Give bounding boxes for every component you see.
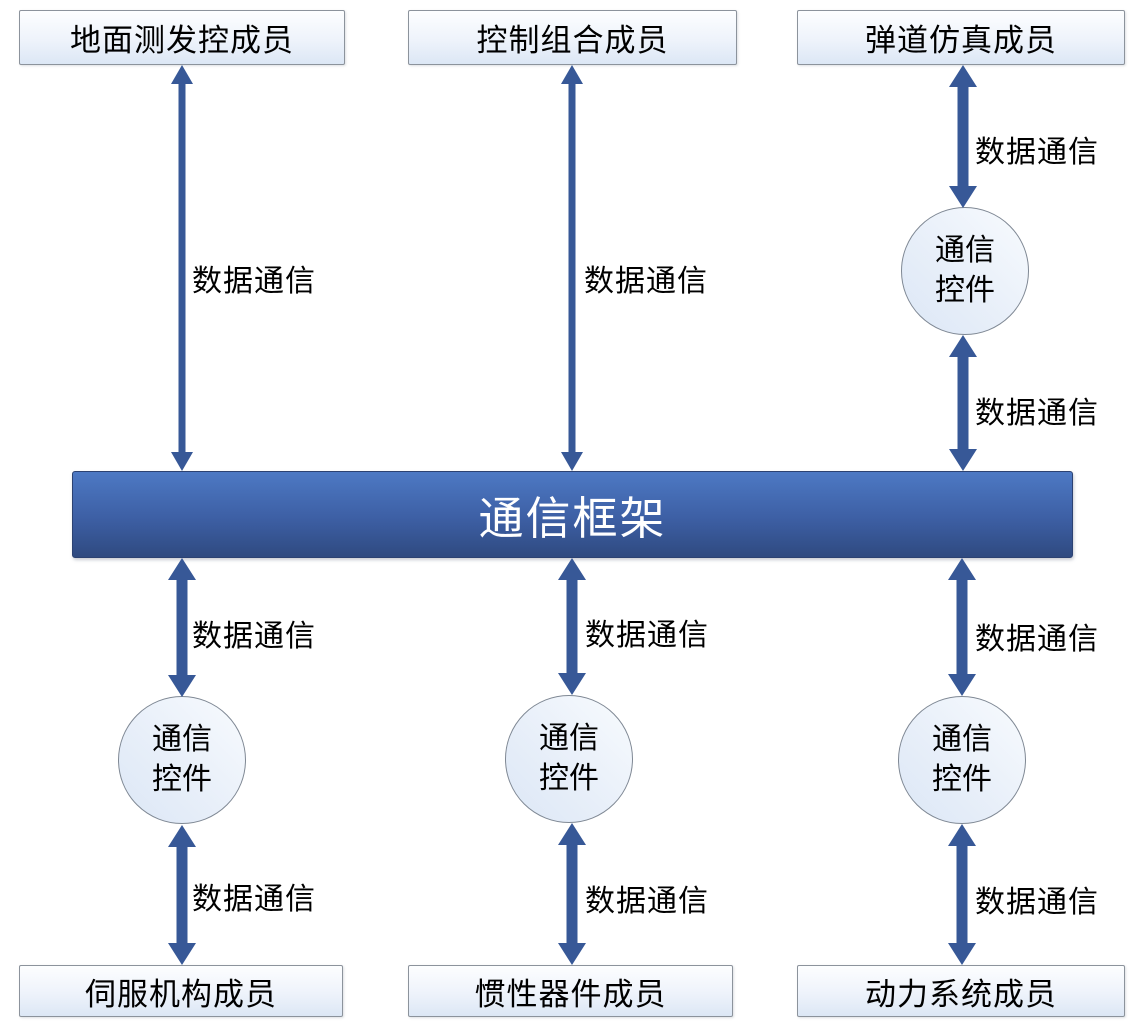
- node-label: 弹道仿真成员: [865, 23, 1057, 58]
- arrow-trajectory-to-ctrl: [948, 65, 978, 208]
- arrowhead-up-icon: [168, 825, 196, 847]
- node-comm-control-top-right: 通信 控件: [901, 207, 1029, 335]
- arrow-ctrl-to-servo: [167, 825, 197, 965]
- node-label-line1: 通信: [932, 723, 992, 756]
- arrow-shaft: [957, 353, 969, 453]
- arrowhead-down-icon: [561, 452, 583, 471]
- arrowhead-up-icon: [948, 824, 976, 846]
- edge-label-data-comm: 数据通信: [975, 623, 1099, 656]
- edge-label-data-comm: 数据通信: [192, 620, 316, 653]
- arrowhead-down-icon: [168, 675, 196, 697]
- arrowhead-up-icon: [171, 65, 193, 84]
- node-inertial-device-member: 惯性器件成员: [408, 965, 733, 1017]
- arrow-shaft: [566, 841, 578, 947]
- node-label-line2: 控件: [935, 274, 995, 307]
- arrowhead-down-icon: [558, 673, 586, 695]
- arrowhead-up-icon: [558, 823, 586, 845]
- node-power-system-member: 动力系统成员: [797, 965, 1125, 1017]
- arrowhead-down-icon: [949, 186, 977, 208]
- arrow-ctrl-to-inertial: [557, 823, 587, 965]
- node-comm-control-bottom-right: 通信 控件: [898, 696, 1026, 824]
- arrow-shaft: [957, 83, 969, 190]
- arrow-control-assembly-to-framework: [560, 65, 584, 471]
- node-label: 伺服机构成员: [85, 976, 277, 1012]
- arrow-framework-to-ctrl-middle: [557, 558, 587, 695]
- node-label: 动力系统成员: [865, 976, 1057, 1012]
- arrow-shaft: [956, 576, 968, 678]
- node-label-line1: 通信: [152, 723, 212, 756]
- node-label-line2: 控件: [932, 763, 992, 796]
- arrow-shaft: [566, 576, 578, 677]
- node-comm-control-bottom-left: 通信 控件: [118, 696, 246, 824]
- arrowhead-down-icon: [948, 943, 976, 965]
- edge-label-data-comm: 数据通信: [584, 265, 708, 298]
- node-label-line2: 控件: [152, 763, 212, 796]
- arrow-shaft: [568, 80, 576, 456]
- node-label-line1: 通信: [539, 722, 599, 755]
- node-control-assembly-member: 控制组合成员: [408, 10, 737, 65]
- arrow-ctrl-to-framework-right: [948, 335, 978, 471]
- arrowhead-up-icon: [949, 65, 977, 87]
- arrow-ctrl-to-power: [947, 824, 977, 965]
- arrowhead-up-icon: [168, 558, 196, 580]
- arrowhead-up-icon: [948, 558, 976, 580]
- arrow-framework-to-ctrl-right: [947, 558, 977, 696]
- node-label: 惯性器件成员: [474, 976, 667, 1012]
- node-label: 地面测发控成员: [70, 23, 294, 58]
- node-trajectory-simulation-member: 弹道仿真成员: [797, 10, 1125, 65]
- arrowhead-down-icon: [948, 674, 976, 696]
- node-label: 控制组合成员: [476, 23, 669, 58]
- arrow-shaft: [956, 842, 968, 947]
- node-ground-control-member: 地面测发控成员: [19, 10, 345, 65]
- arrow-ground-control-to-framework: [170, 65, 194, 471]
- node-label-line1: 通信: [935, 234, 995, 267]
- arrowhead-down-icon: [168, 943, 196, 965]
- edge-label-data-comm: 数据通信: [975, 886, 1099, 919]
- edge-label-data-comm: 数据通信: [975, 136, 1099, 169]
- arrowhead-down-icon: [558, 943, 586, 965]
- arrow-framework-to-ctrl-left: [167, 558, 197, 697]
- arrow-shaft: [176, 576, 188, 679]
- node-comm-control-bottom-middle: 通信 控件: [505, 695, 633, 823]
- edge-label-data-comm: 数据通信: [192, 883, 316, 916]
- arrow-shaft: [178, 80, 186, 456]
- node-communication-framework: 通信框架: [72, 471, 1073, 558]
- arrowhead-up-icon: [558, 558, 586, 580]
- arrowhead-down-icon: [949, 449, 977, 471]
- arrowhead-down-icon: [171, 452, 193, 471]
- edge-label-data-comm: 数据通信: [585, 619, 709, 652]
- edge-label-data-comm: 数据通信: [975, 397, 1099, 430]
- node-label-line2: 控件: [539, 762, 599, 795]
- edge-label-data-comm: 数据通信: [192, 265, 316, 298]
- node-servo-mechanism-member: 伺服机构成员: [19, 965, 343, 1017]
- arrowhead-up-icon: [949, 335, 977, 357]
- node-label: 通信框架: [478, 493, 667, 544]
- arrowhead-up-icon: [561, 65, 583, 84]
- edge-label-data-comm: 数据通信: [585, 885, 709, 918]
- arrow-shaft: [176, 843, 188, 947]
